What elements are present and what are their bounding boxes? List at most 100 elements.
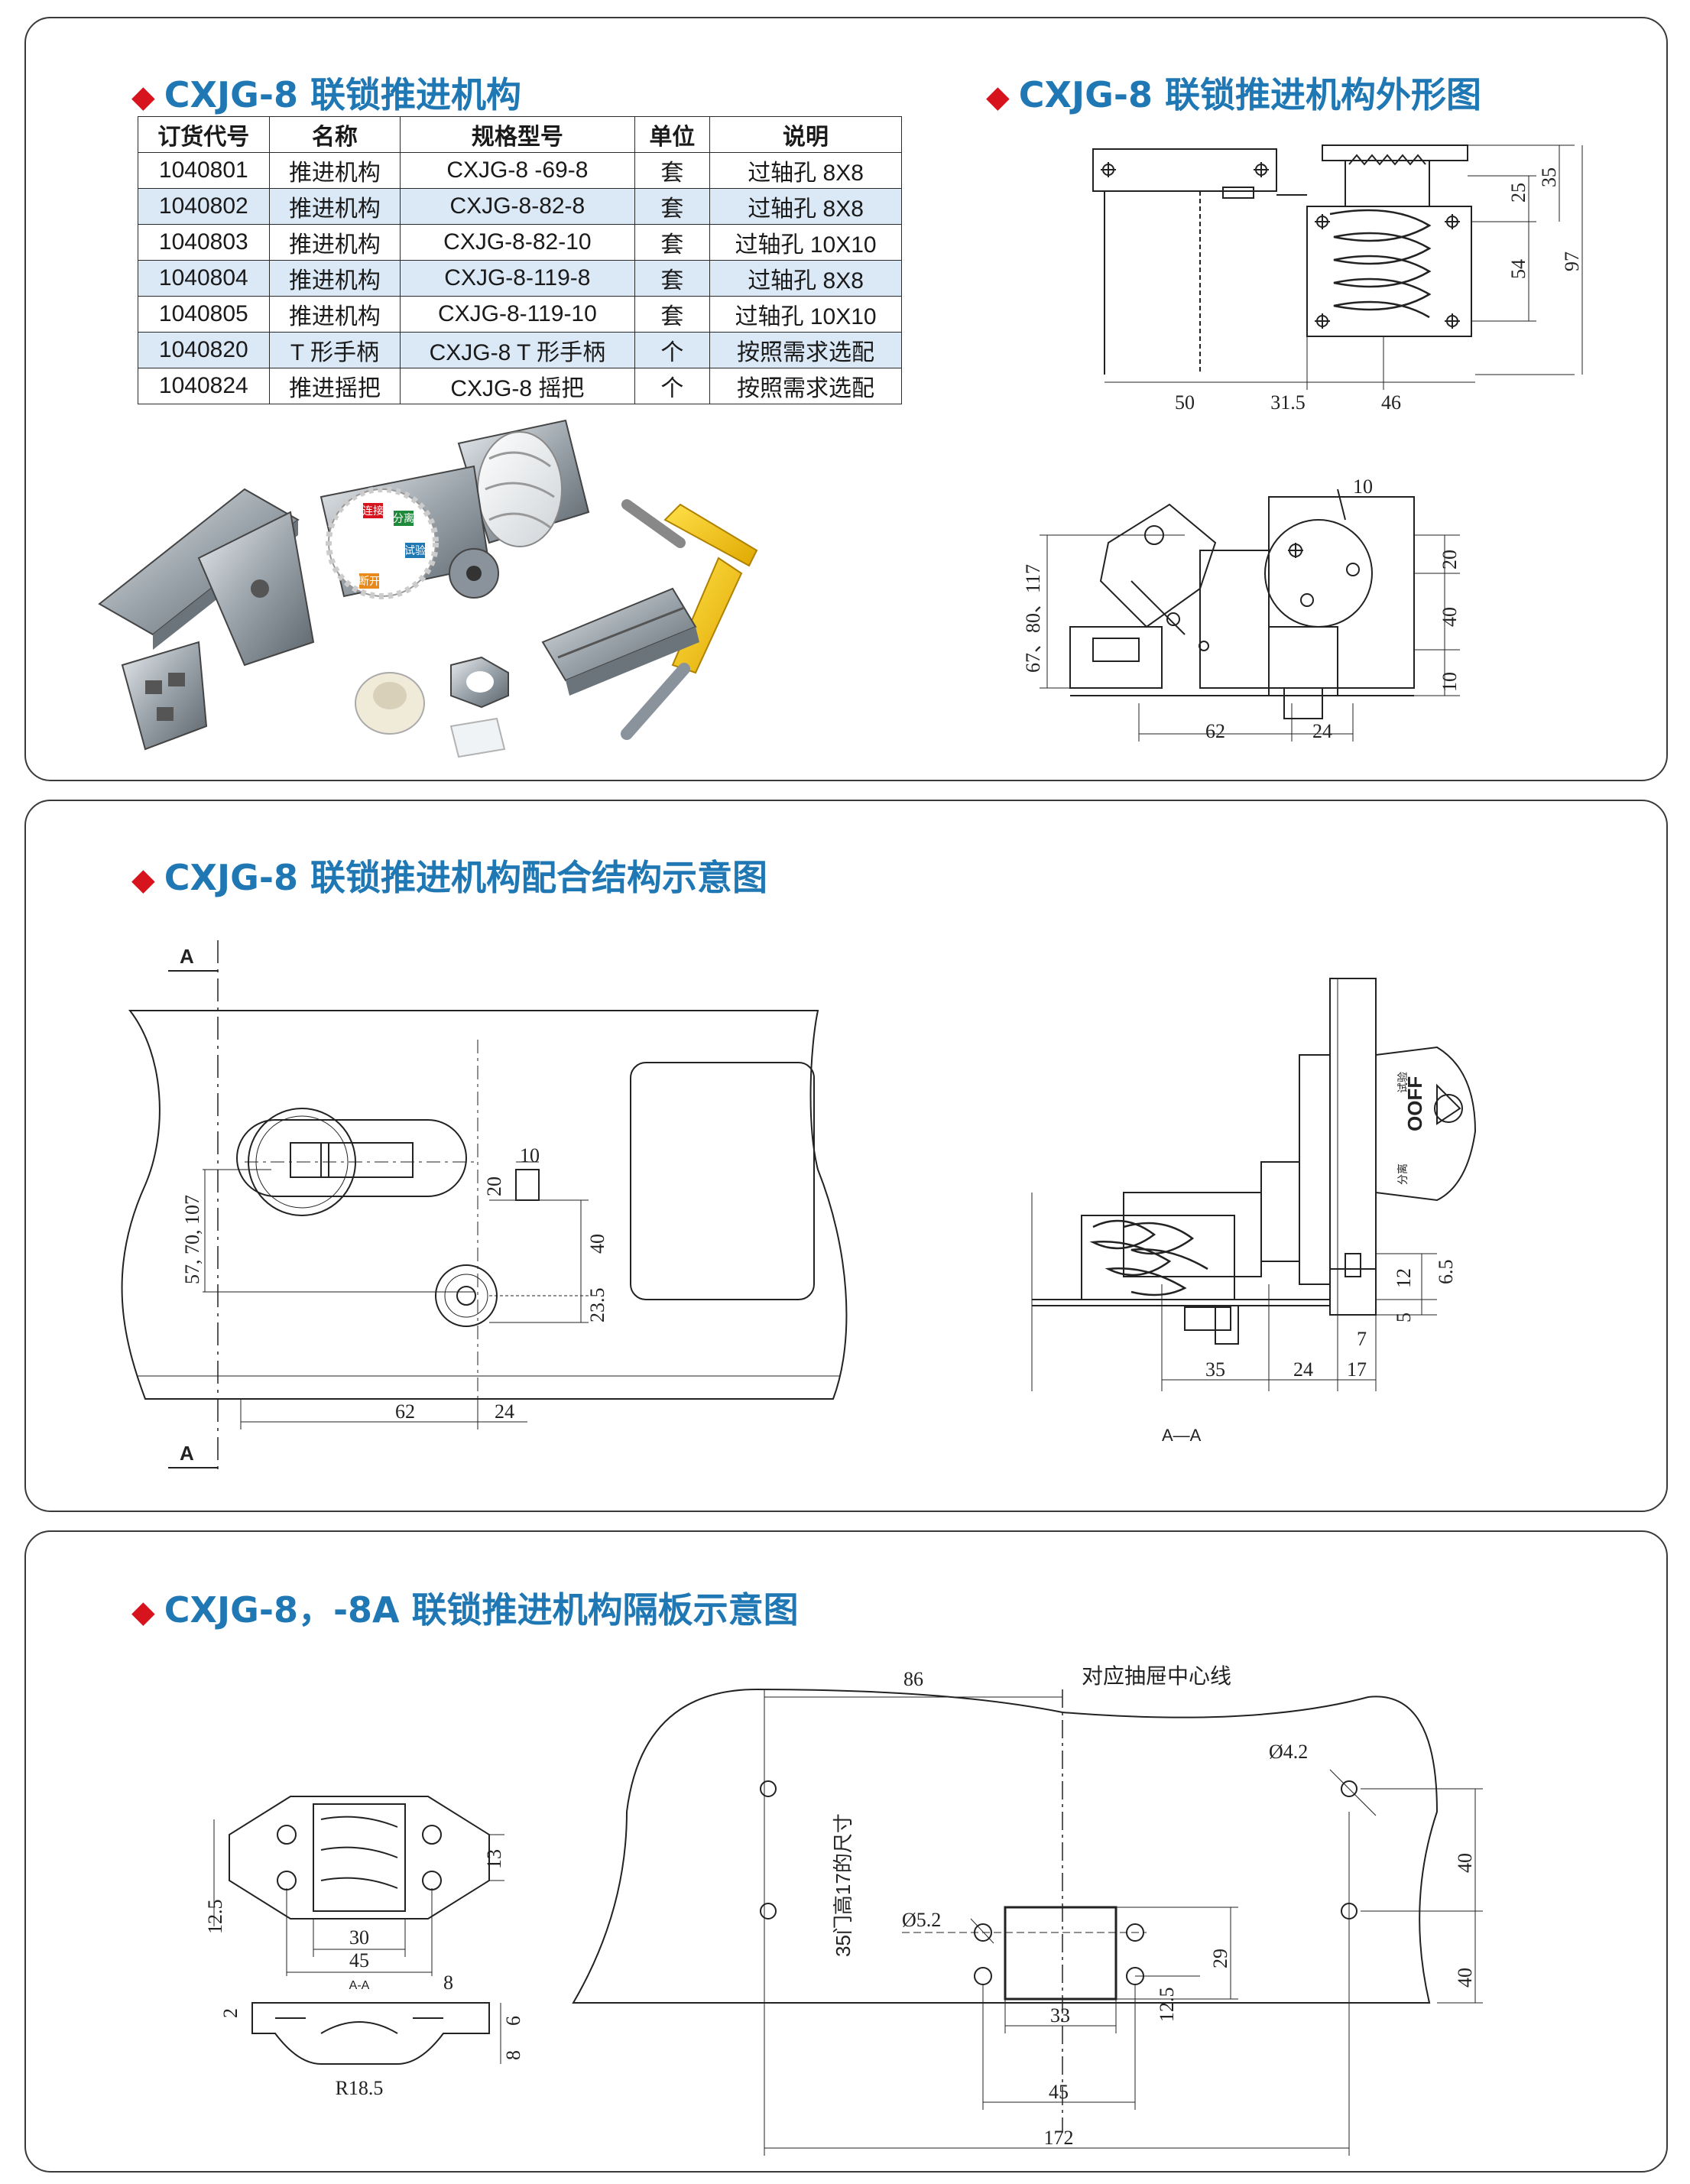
table-cell: CXJG-8-82-10 (400, 224, 635, 261)
dim-label: 62 (395, 1400, 415, 1423)
table-cell: 1040820 (138, 332, 270, 368)
knob-small-label: 试验 (1396, 1072, 1409, 1093)
dim-label: 20 (1439, 550, 1461, 570)
order-code-table: 订货代号 名称 规格型号 单位 说明 1040801 推进机构 CXJG-8 -… (138, 116, 902, 404)
table-cell: 推进摇把 (268, 368, 401, 404)
dim-label: 40 (586, 1234, 608, 1254)
table-cell: 1040804 (138, 260, 270, 297)
dim-label: Ø4.2 (1269, 1741, 1308, 1763)
table-row: 1040804 推进机构 CXJG-8-119-8 套 过轴孔 8X8 (138, 260, 902, 297)
dim-label: 54 (1507, 259, 1529, 279)
center-line-label: 对应抽屉中心线 (1082, 1664, 1231, 1688)
table-cell: 推进机构 (268, 260, 401, 297)
table-cell: 个 (634, 368, 711, 404)
table-cell: T 形手柄 (268, 332, 401, 368)
dim-label: 2 (219, 2008, 242, 2018)
dim-label: 10 (520, 1144, 540, 1167)
table-cell: CXJG-8-119-10 (400, 296, 635, 333)
fit-front-drawing: A A 57, 70, 107 10 20 40 23.5 62 24 (121, 940, 848, 1475)
table-cell: 按照需求选配 (709, 368, 902, 404)
section-title-outline: ◆CXJG-8 联锁推进机构外形图 (986, 74, 1481, 115)
table-row: 1040824 推进摇把 CXJG-8 摇把 个 按照需求选配 (138, 368, 902, 404)
section-title-partition: ◆CXJG-8，-8A 联锁推进机构隔板示意图 (131, 1589, 799, 1631)
section-mark: A (180, 945, 194, 968)
slide-rail-part (541, 587, 699, 696)
diamond-bullet-icon: ◆ (986, 80, 1010, 115)
dim-label: 40 (1454, 1968, 1476, 1988)
dim-label: 23.5 (586, 1288, 608, 1323)
dim-label: 30 (349, 1926, 369, 1949)
table-cell: CXJG-8 -69-8 (400, 152, 635, 189)
section-view-label: A-A (349, 1979, 370, 1992)
dim-label: 20 (483, 1176, 505, 1196)
bracket-part (98, 488, 315, 667)
dim-label: 25 (1507, 183, 1529, 203)
table-cell: 1040824 (138, 368, 270, 404)
table-cell: 套 (634, 260, 711, 297)
partition-bracket-drawing: 13 12.5 30 45 A-A 8 2 6 8 R18.5 (204, 1796, 524, 2099)
table-cell: CXJG-8 摇把 (400, 368, 635, 404)
dim-label: 67、80、117 (1022, 564, 1044, 673)
dim-label: 10 (1439, 672, 1461, 692)
table-cell: 过轴孔 10X10 (709, 296, 902, 333)
table-cell: 1040803 (138, 224, 270, 261)
dim-label: 24 (1312, 720, 1332, 742)
section-mark: A (180, 1442, 194, 1465)
table-cell: 推进机构 (268, 188, 401, 225)
dim-label: 12.5 (204, 1900, 226, 1935)
dim-label: 7 (1357, 1328, 1367, 1350)
table-cell: 套 (634, 188, 711, 225)
small-parts (121, 641, 509, 758)
dim-label: R18.5 (336, 2077, 384, 2099)
diamond-bullet-icon: ◆ (131, 862, 155, 897)
table-cell: 套 (634, 224, 711, 261)
dim-label: 10 (1353, 475, 1373, 498)
panel-partition (24, 1530, 1668, 2173)
table-header: 说明 (709, 116, 902, 153)
table-cell: 1040801 (138, 152, 270, 189)
product-photo: 连接 分离 试验 断开 (98, 419, 758, 758)
dim-label: 172 (1044, 2127, 1074, 2149)
panel-fit-structure (24, 800, 1668, 1512)
partition-plate-drawing: 86 对应抽屉中心线 Ø4.2 35门高17的尺寸 Ø5.2 40 40 29 … (572, 1664, 1483, 2156)
table-cell: CXJG-8-82-8 (400, 188, 635, 225)
dim-label: 46 (1381, 391, 1401, 414)
table-cell: 过轴孔 10X10 (709, 224, 902, 261)
table-row: 1040805 推进机构 CXJG-8-119-10 套 过轴孔 10X10 (138, 296, 902, 333)
table-cell: 1040802 (138, 188, 270, 225)
table-cell: 套 (634, 296, 711, 333)
dim-label: 12 (1393, 1268, 1415, 1288)
table-cell: 过轴孔 8X8 (709, 260, 902, 297)
table-cell: 套 (634, 152, 711, 189)
dim-label: 45 (1049, 2081, 1069, 2103)
diamond-bullet-icon: ◆ (131, 1595, 155, 1630)
table-header: 名称 (268, 116, 401, 153)
table-cell: 推进机构 (268, 152, 401, 189)
outline-drawing-front: 25 35 54 97 50 31.5 46 (1092, 144, 1583, 414)
dim-label: 6 (502, 2016, 524, 2026)
table-header: 规格型号 (400, 116, 635, 153)
dim-label: 97 (1561, 252, 1583, 271)
dial-label: 连接 (362, 505, 384, 517)
dim-label: 35 (1205, 1358, 1225, 1381)
table-header: 订货代号 (138, 116, 270, 153)
table-header-row: 订货代号 名称 规格型号 单位 说明 (138, 116, 902, 153)
fit-side-section-drawing: OOFF 试验 分离 12 6.5 5 7 35 24 17 A—A (1031, 978, 1477, 1445)
dim-label: 24 (1293, 1358, 1313, 1381)
table-cell: CXJG-8 T 形手柄 (400, 332, 635, 368)
table-cell: 推进机构 (268, 296, 401, 333)
table-row: 1040801 推进机构 CXJG-8 -69-8 套 过轴孔 8X8 (138, 152, 902, 189)
section-title-fit-structure: ◆CXJG-8 联锁推进机构配合结构示意图 (131, 857, 767, 898)
dial-label: 断开 (358, 575, 380, 587)
knob-small-label: 分离 (1396, 1163, 1409, 1185)
dim-label: 62 (1205, 720, 1225, 742)
table-cell: 过轴孔 8X8 (709, 152, 902, 189)
dim-label: 5 (1393, 1313, 1415, 1322)
dial-label: 试验 (404, 544, 426, 557)
table-header: 单位 (634, 116, 711, 153)
dim-label: 17 (1347, 1358, 1367, 1381)
dim-label: 8 (502, 2050, 524, 2060)
dim-label: Ø5.2 (902, 1909, 941, 1931)
table-cell: CXJG-8-119-8 (400, 260, 635, 297)
dim-label: 24 (495, 1400, 514, 1423)
